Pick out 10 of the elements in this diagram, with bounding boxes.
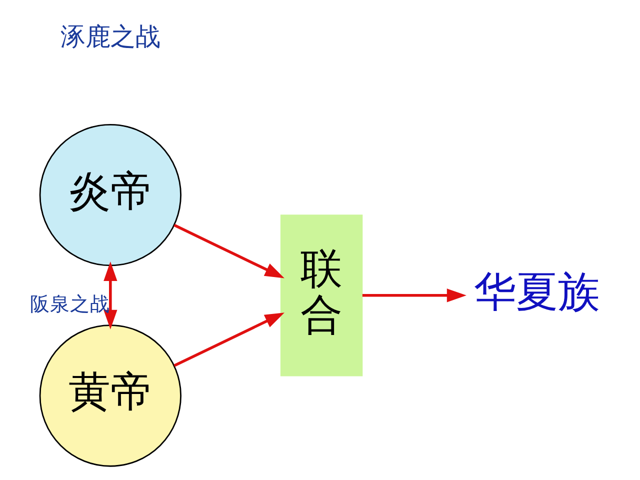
arrow <box>362 288 466 302</box>
label: 涿鹿之战 <box>60 22 160 52</box>
arrow <box>103 262 117 330</box>
node-box: 联合 <box>280 214 362 376</box>
arrow <box>173 312 284 367</box>
node-text: 华夏族 <box>473 266 600 316</box>
arrow <box>173 224 284 278</box>
edge-label: 阪泉之战 <box>29 292 110 316</box>
node-circle: 黄帝 <box>38 324 181 467</box>
node-circle: 炎帝 <box>38 124 181 266</box>
